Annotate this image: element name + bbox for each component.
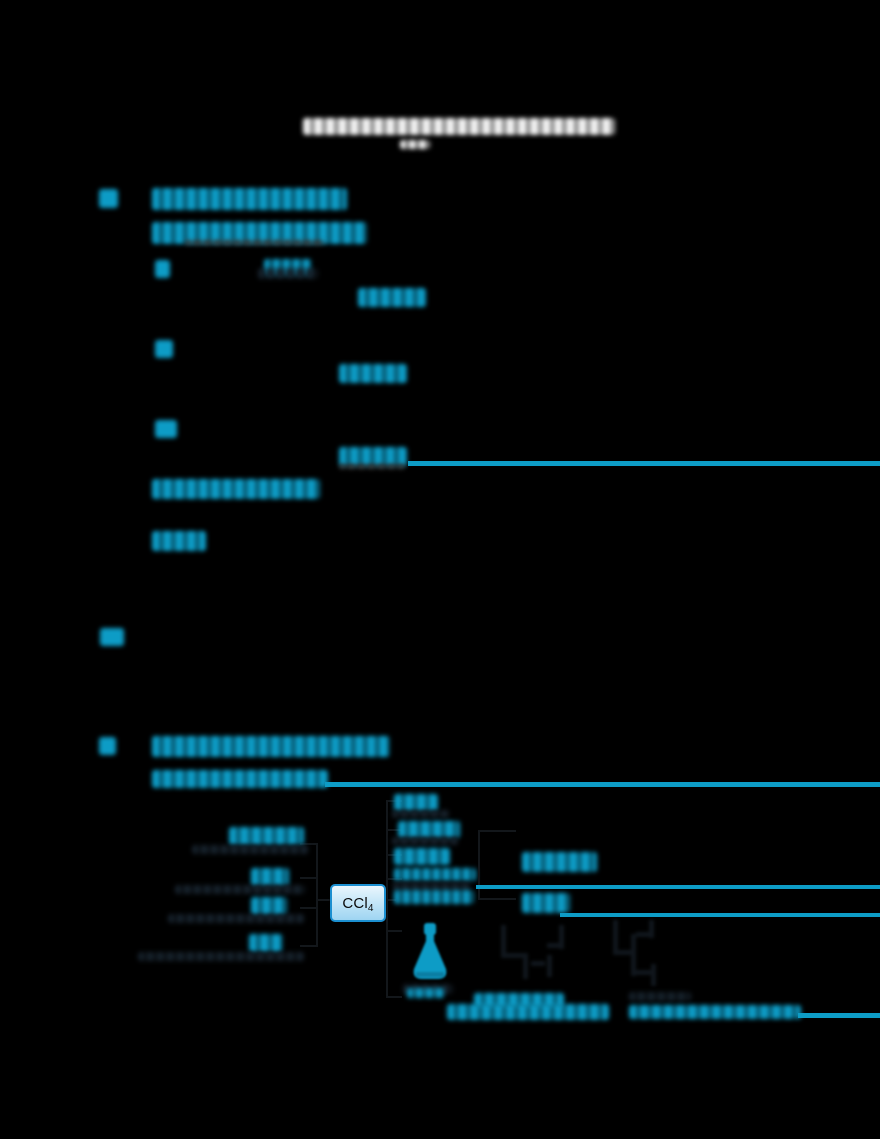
list-item-3-label: [155, 420, 177, 438]
connector-right-5: [387, 930, 402, 932]
list-item-3-value: [339, 447, 407, 466]
left-branch-label-1: [229, 827, 304, 845]
connector-right-spine: [386, 800, 388, 998]
horizontal-rule-5: [798, 1013, 880, 1018]
left-branch-label-4: [249, 934, 283, 952]
page-title-underline-fragment: [400, 140, 430, 149]
right-branch-label-3: [394, 848, 450, 865]
connector-left-2: [300, 877, 318, 879]
connector-right-to-node: [382, 899, 396, 901]
right-branch-2-shadow: [392, 837, 458, 845]
section-3-heading: [152, 736, 390, 757]
callout-label-2: [522, 893, 570, 913]
left-branch-label-2: [251, 868, 289, 886]
list-item-4-label: [152, 479, 320, 499]
structure-2-caption-shadow: [629, 992, 691, 1001]
ccl4-node-label: CCl4: [342, 894, 374, 914]
left-branch-1-shadow: [192, 845, 308, 854]
right-branch-5-shadow: [393, 882, 471, 891]
left-branch-3-shadow: [168, 914, 304, 923]
connector-left-to-node: [317, 899, 331, 901]
left-branch-2-shadow: [175, 885, 305, 894]
connector-callout-2: [478, 898, 516, 900]
right-branch-label-1: [394, 794, 438, 811]
left-branch-4-shadow: [138, 952, 304, 961]
connector-left-3: [300, 907, 318, 909]
connector-left-spine: [316, 843, 318, 947]
left-branch-label-3: [251, 897, 287, 915]
right-branch-label-2: [398, 821, 460, 838]
connector-left-4: [300, 945, 318, 947]
connector-callout-1: [478, 830, 516, 832]
horizontal-rule-1: [408, 461, 880, 466]
structure-2: [605, 920, 685, 986]
list-item-3-value-shadow: [339, 464, 405, 469]
section-1-marker: [99, 189, 118, 208]
list-item-5-label: [152, 531, 206, 551]
connector-right-6: [387, 996, 402, 998]
structure-1-caption-line-1: [474, 993, 564, 1007]
right-branch-label-4: [394, 868, 476, 881]
horizontal-rule-3: [476, 885, 880, 889]
section-3-marker: [99, 737, 116, 755]
list-item-2-value: [339, 364, 407, 383]
section-2-marker: [100, 628, 124, 646]
structure-1: [495, 925, 585, 987]
section-1-heading: [152, 188, 347, 210]
list-item-1-value-shadow: [258, 268, 318, 279]
page-title: [303, 118, 615, 135]
ccl4-node[interactable]: CCl4: [330, 884, 386, 922]
structure-1-caption-line-2: [447, 1004, 609, 1020]
right-branch-label-5: [394, 890, 474, 904]
right-branch-1-shadow: [392, 810, 450, 818]
connector-callout-bracket: [478, 830, 480, 900]
list-item-1-label: [155, 260, 170, 278]
section-1-subheading-shadow: [185, 240, 325, 245]
structure-2-caption: [629, 1005, 801, 1019]
horizontal-rule-2: [325, 782, 880, 787]
list-item-1b-value: [358, 288, 426, 307]
flask-caption-label: [407, 988, 445, 998]
connector-left-1: [300, 843, 318, 845]
section-1-subheading: [152, 222, 367, 244]
callout-label-1: [522, 852, 597, 872]
connector-right-2: [387, 829, 402, 831]
flask-icon: [413, 923, 447, 979]
list-item-2-label: [155, 340, 173, 358]
section-3-subheading: [152, 770, 328, 788]
horizontal-rule-4: [560, 913, 880, 917]
